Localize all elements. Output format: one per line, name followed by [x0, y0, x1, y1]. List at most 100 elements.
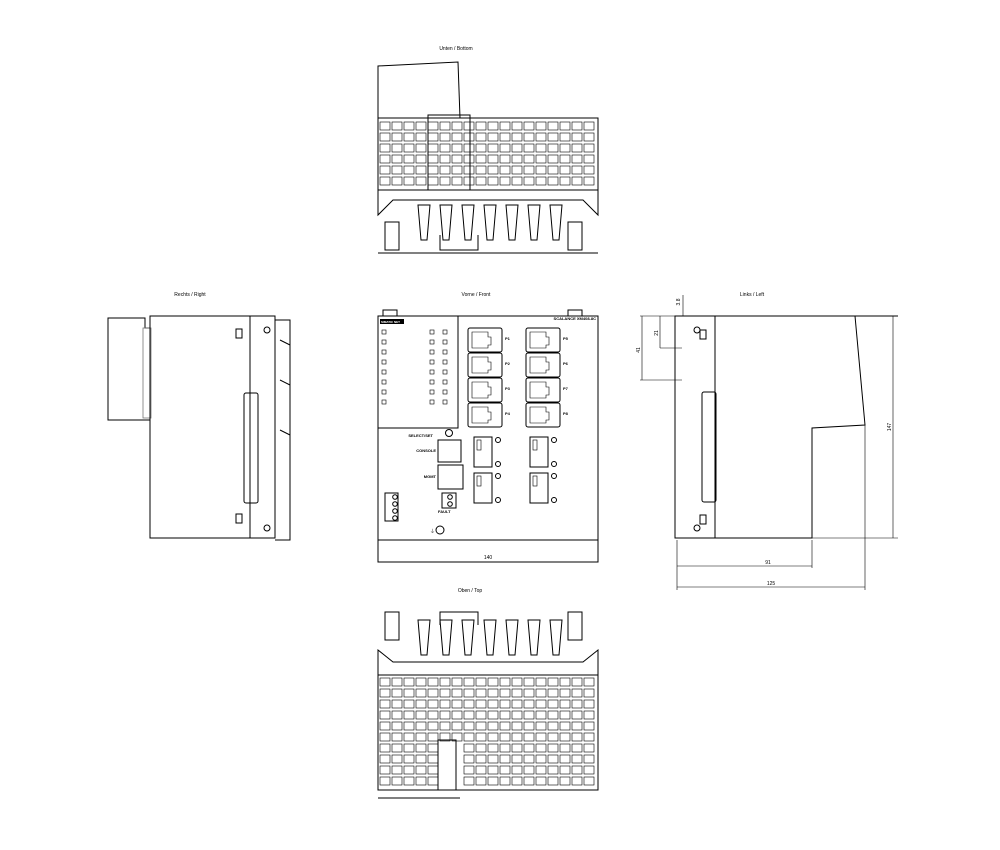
vent-slot — [559, 754, 571, 764]
port-label: P6 — [563, 361, 569, 366]
vent-slot — [427, 776, 439, 786]
led-icon — [442, 359, 448, 365]
vent-slot — [487, 765, 499, 775]
vent-slot — [571, 132, 583, 142]
vent-slot — [403, 165, 415, 175]
vent-slot — [523, 677, 535, 687]
rj45-socket-icon — [471, 356, 492, 374]
vent-slot — [523, 154, 535, 164]
fin — [439, 619, 453, 656]
vent-slot — [403, 143, 415, 153]
port-label: P1 — [505, 336, 511, 341]
vent-slot — [379, 121, 391, 131]
vent-slot — [583, 688, 595, 698]
vent-slot — [547, 154, 559, 164]
led-icon — [429, 349, 435, 355]
vent-slot — [559, 677, 571, 687]
vent-slot — [583, 743, 595, 753]
vent-slot — [523, 776, 535, 786]
vent-slot — [379, 688, 391, 698]
vent-slot — [439, 154, 451, 164]
vent-slot — [511, 776, 523, 786]
vent-slot — [415, 776, 427, 786]
brand-plate — [380, 319, 404, 324]
vent-slot — [451, 721, 463, 731]
vent-slot — [511, 688, 523, 698]
vent-slot — [391, 721, 403, 731]
fin — [439, 204, 453, 241]
vent-slot — [463, 688, 475, 698]
vent-slot — [403, 721, 415, 731]
vent-slot — [535, 688, 547, 698]
vent-slot — [523, 754, 535, 764]
vent-slot — [427, 765, 439, 775]
vent-slot — [547, 176, 559, 186]
vent-slot — [475, 743, 487, 753]
port-label: P7 — [563, 386, 569, 391]
vent-slot — [571, 765, 583, 775]
vent-slot — [427, 677, 439, 687]
vent-slot — [415, 721, 427, 731]
vent-slot — [463, 176, 475, 186]
vent-slot — [559, 765, 571, 775]
vent-slot — [523, 143, 535, 153]
vent-slot — [475, 710, 487, 720]
sfp-slot — [529, 472, 549, 504]
fin — [483, 204, 497, 241]
vent-slot — [487, 743, 499, 753]
vent-slot — [379, 699, 391, 709]
vent-slot — [487, 776, 499, 786]
led-icon — [381, 359, 387, 365]
sfp-latch — [476, 439, 482, 451]
vent-slot — [571, 721, 583, 731]
vent-slot — [403, 176, 415, 186]
vent-slot — [379, 776, 391, 786]
vent-slot — [427, 743, 439, 753]
fin — [505, 619, 519, 656]
vent-slot — [475, 677, 487, 687]
vent-slot — [523, 165, 535, 175]
vent-slot — [583, 776, 595, 786]
vent-slot — [415, 743, 427, 753]
led-icon — [381, 369, 387, 375]
rj45-socket-icon — [471, 331, 492, 349]
vent-slot — [583, 176, 595, 186]
vent-slot — [391, 710, 403, 720]
fin — [549, 204, 563, 241]
vent-slot — [511, 765, 523, 775]
vent-slot — [499, 165, 511, 175]
brand-label: SIMATIC NET — [381, 320, 400, 324]
vent-slot — [463, 710, 475, 720]
vent-slot — [535, 165, 547, 175]
vent-slot — [391, 165, 403, 175]
rj45-port — [525, 327, 561, 353]
vent-slot — [475, 699, 487, 709]
vent-slot — [487, 732, 499, 742]
vent-slot — [499, 743, 511, 753]
vent-slot — [451, 165, 463, 175]
vent-slot — [559, 710, 571, 720]
vent-slot — [547, 732, 559, 742]
vent-slot — [547, 754, 559, 764]
vent-slot — [451, 176, 463, 186]
vent-slot — [499, 176, 511, 186]
vent-slot — [391, 143, 403, 153]
vent-slot — [403, 710, 415, 720]
vent-slot — [523, 710, 535, 720]
vent-slot — [511, 699, 523, 709]
port-label: P3 — [505, 386, 511, 391]
led-icon — [381, 339, 387, 345]
sfp-latch — [532, 439, 538, 451]
vent-slot — [403, 743, 415, 753]
vent-slot — [463, 743, 475, 753]
vent-slot — [439, 143, 451, 153]
rj45-port — [467, 402, 503, 428]
vent-slot — [487, 754, 499, 764]
vent-slot — [511, 143, 523, 153]
vent-slot — [379, 721, 391, 731]
vent-slot — [463, 165, 475, 175]
dim-left-height: 147 — [887, 423, 893, 432]
rj45-socket-icon — [471, 406, 492, 424]
vent-slot — [535, 743, 547, 753]
